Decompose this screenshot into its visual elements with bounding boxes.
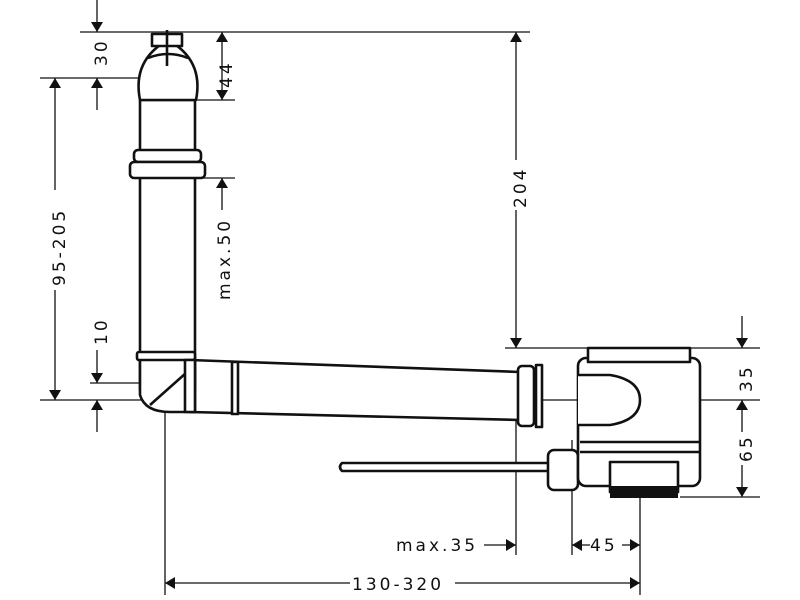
horizontal-pipe: [188, 358, 522, 422]
dim-65: 65: [737, 434, 757, 462]
dim-204: 204: [511, 167, 531, 208]
dim-max-35: max.35: [396, 536, 478, 556]
rod: [338, 461, 552, 473]
dim-10: 10: [92, 317, 112, 345]
drain-assembly: [128, 30, 702, 498]
dim-130-320: 130-320: [352, 575, 444, 595]
dim-44: 44: [217, 60, 237, 88]
dim-max-50: max.50: [215, 218, 235, 300]
nut: [546, 448, 580, 492]
dim-45: 45: [590, 536, 618, 556]
dim-95-205: 95-205: [50, 208, 70, 286]
dim-30: 30: [92, 38, 112, 66]
dimension-lines: [49, 0, 748, 589]
dim-35: 35: [737, 364, 757, 392]
